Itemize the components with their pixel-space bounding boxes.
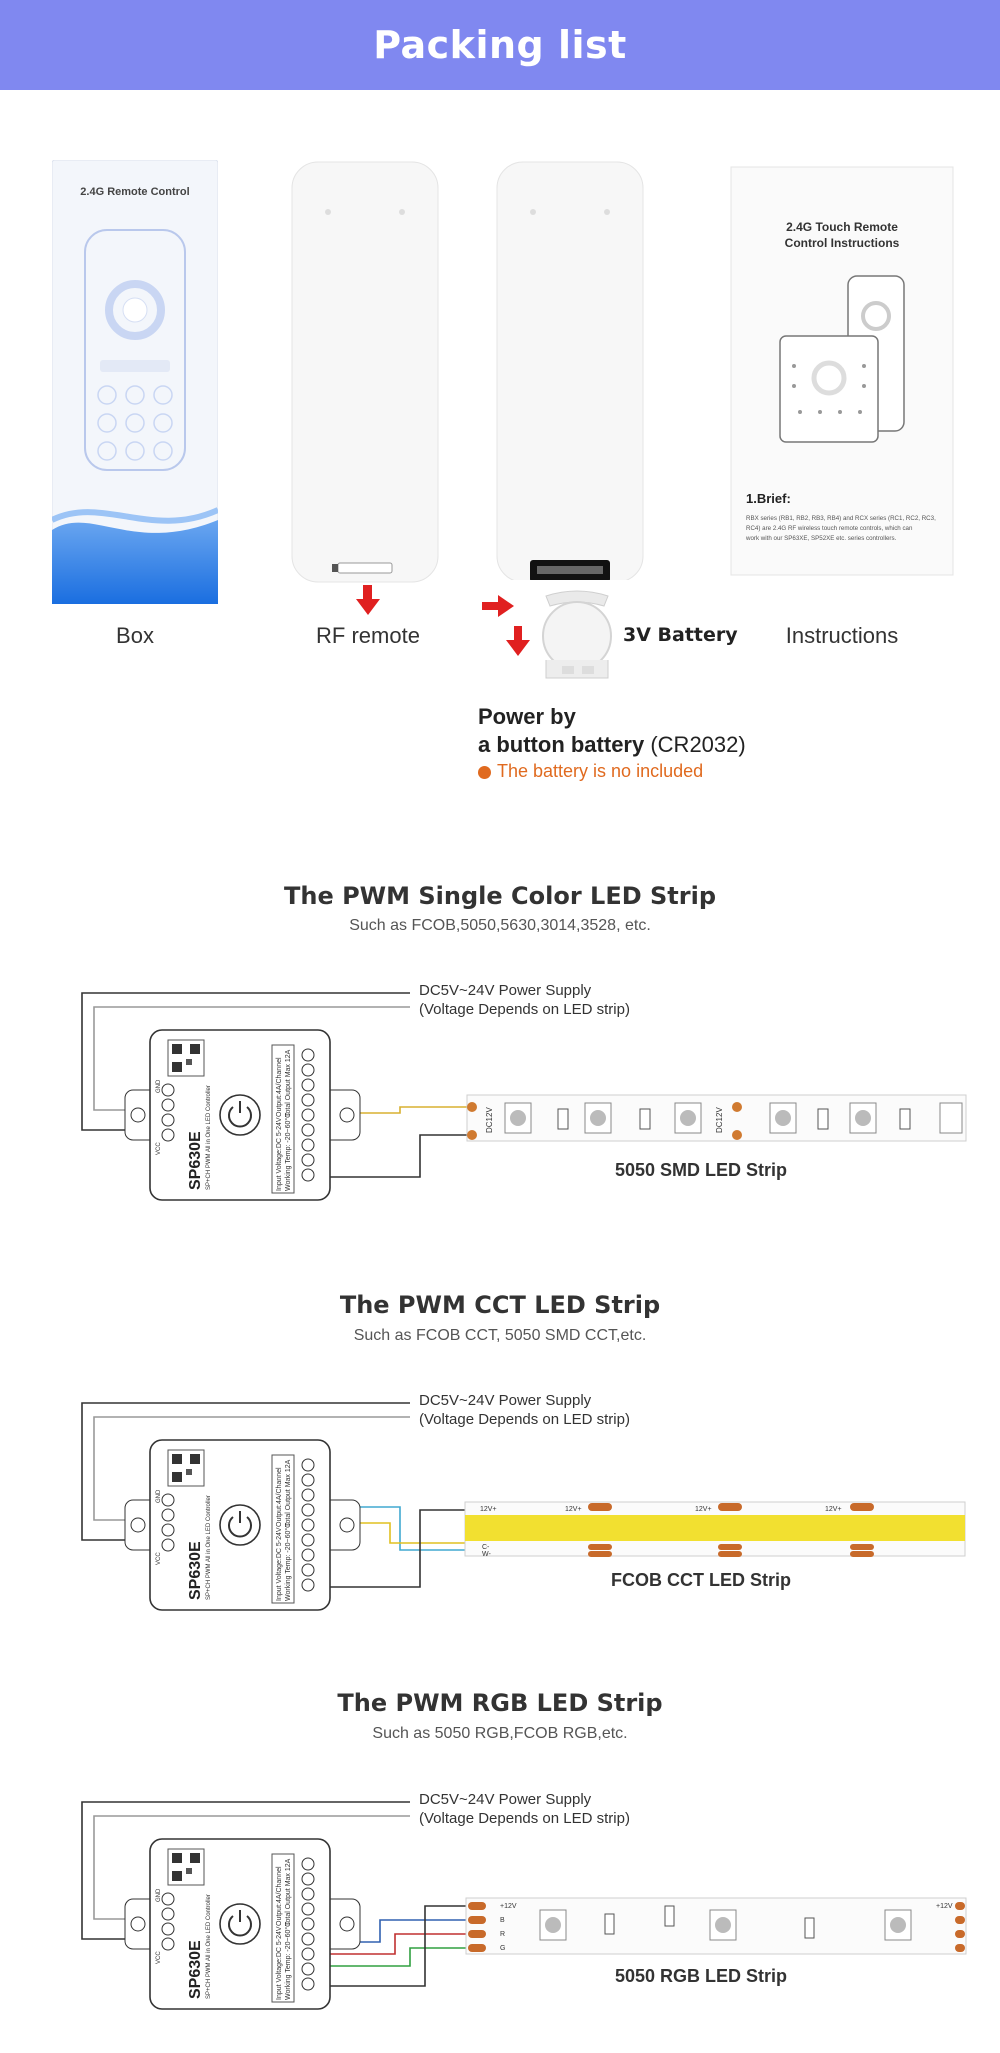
led-strip-5050-smd: DC12V DC12V bbox=[466, 1094, 967, 1142]
power-text: Power by a button battery (CR2032) bbox=[478, 703, 746, 759]
controller-model-sub: SP+CH PWM All in One LED Controller bbox=[206, 1085, 212, 1190]
section-subtitle: Such as 5050 RGB,FCOB RGB,etc. bbox=[372, 1725, 628, 1742]
plus-mark: 12V+ bbox=[825, 1506, 842, 1513]
instructions-caption: Instructions bbox=[785, 623, 899, 648]
section-subtitle: Such as FCOB CCT, 5050 SMD CCT,etc. bbox=[353, 1327, 647, 1344]
rgb-mark: B bbox=[500, 1917, 505, 1924]
controller-model: SP630E bbox=[187, 1541, 204, 1600]
power-line-1: Power by bbox=[478, 704, 576, 729]
battery-holder-image bbox=[542, 590, 612, 679]
box-caption: Box bbox=[116, 623, 154, 648]
psu-line-1: DC5V~24V Power Supply bbox=[419, 982, 592, 999]
gnd-label: GND bbox=[156, 1888, 162, 1902]
spec-1: Input Voltage:DC 5-24V bbox=[276, 1117, 283, 1191]
page-title: Packing list bbox=[373, 23, 627, 67]
strip-label: FCOB CCT LED Strip bbox=[611, 1570, 791, 1590]
gnd-label: GND bbox=[156, 1489, 162, 1503]
spec-2: Working Temp: -20~60°C bbox=[284, 1922, 292, 2000]
plus-mark: 12V+ bbox=[480, 1506, 497, 1513]
led-strip-fcob-cct: 12V+ 12V+ 12V+ 12V+ C- W- bbox=[464, 1501, 966, 1558]
strip-label: 5050 SMD LED Strip bbox=[614, 1160, 788, 1180]
spec-3: Output:4A/Channel bbox=[276, 1866, 283, 1926]
section-title: The PWM CCT LED Strip bbox=[339, 1291, 661, 1319]
rf-remote-open-image bbox=[496, 161, 644, 580]
spec-2: Working Temp: -20~60°C bbox=[284, 1113, 292, 1191]
doc-title-1: 2.4G Touch Remote bbox=[786, 220, 898, 234]
psu-line-2: (Voltage Depends on LED strip) bbox=[419, 1411, 630, 1428]
battery-label: 3V Battery bbox=[623, 624, 738, 646]
vcc-label: VCC bbox=[156, 1951, 162, 1964]
spec-1: Input Voltage:DC 5-24V bbox=[276, 1527, 283, 1601]
controller-model: SP630E bbox=[187, 1940, 204, 1999]
psu-line-1: DC5V~24V Power Supply bbox=[419, 1791, 592, 1808]
power-line-2-normal: (CR2032) bbox=[644, 732, 746, 757]
controller-model: SP630E bbox=[187, 1131, 204, 1190]
power-supply-label: DC5V~24V Power Supply (Voltage Depends o… bbox=[419, 1391, 630, 1429]
brief-line-1: RBX series (RB1, RB2, RB3, RB4) and RCX … bbox=[746, 515, 936, 522]
power-supply-label: DC5V~24V Power Supply (Voltage Depends o… bbox=[419, 1790, 630, 1828]
arrow-down-icon bbox=[356, 585, 380, 615]
controller-unit: Input Voltage:DC 5-24V Working Temp: -20… bbox=[124, 1439, 361, 1611]
header-banner: Packing list bbox=[0, 0, 1000, 90]
spec-4: Total Output Max 12A bbox=[285, 1459, 292, 1527]
spec-4: Total Output Max 12A bbox=[285, 1858, 292, 1926]
spec-3: Output:4A/Channel bbox=[276, 1467, 283, 1527]
spec-1: Input Voltage:DC 5-24V bbox=[276, 1926, 283, 2000]
vcc-label: VCC bbox=[156, 1142, 162, 1155]
instructions-image: 2.4G Touch Remote Control Instructions 1… bbox=[730, 166, 954, 576]
box-label-text: 2.4G Remote Control bbox=[80, 186, 189, 198]
vcc-label: VCC bbox=[156, 1552, 162, 1565]
section-title: The PWM RGB LED Strip bbox=[337, 1689, 663, 1717]
controller-unit: Input Voltage:DC 5-24V Working Temp: -20… bbox=[124, 1029, 361, 1201]
power-supply-label: DC5V~24V Power Supply (Voltage Depends o… bbox=[419, 981, 630, 1019]
wiring-diagram-single: Input Voltage:DC 5-24V Working Temp: -20… bbox=[81, 992, 967, 1201]
battery-note-text: The battery is no included bbox=[497, 761, 704, 781]
rgb-mark: +12V bbox=[500, 1903, 517, 1910]
rf-remote-caption: RF remote bbox=[316, 623, 420, 648]
dc12v-mark: DC12V bbox=[715, 1107, 724, 1133]
spec-2: Working Temp: -20~60°C bbox=[284, 1523, 292, 1601]
spec-3: Output:4A/Channel bbox=[276, 1057, 283, 1117]
gnd-label: GND bbox=[156, 1079, 162, 1093]
brief-heading: 1.Brief: bbox=[746, 491, 791, 506]
rgb-mark: G bbox=[500, 1945, 505, 1952]
plus-mark: 12V+ bbox=[565, 1506, 582, 1513]
rgb-mark: R bbox=[500, 1931, 505, 1938]
led-strip-5050-rgb: +12V B R G +12V bbox=[465, 1897, 967, 1955]
psu-line-2: (Voltage Depends on LED strip) bbox=[419, 1810, 630, 1827]
doc-title-2: Control Instructions bbox=[785, 236, 900, 250]
psu-line-2: (Voltage Depends on LED strip) bbox=[419, 1001, 630, 1018]
note-dot-icon bbox=[478, 765, 491, 779]
strip-label: 5050 RGB LED Strip bbox=[614, 1966, 788, 1986]
power-line-2: a button battery (CR2032) bbox=[478, 731, 746, 759]
minus-mark: C- bbox=[482, 1544, 490, 1551]
controller-model-sub: SP+CH PWM All in One LED Controller bbox=[206, 1495, 212, 1600]
rf-remote-image bbox=[291, 161, 439, 600]
spec-4: Total Output Max 12A bbox=[285, 1049, 292, 1117]
section-subtitle: Such as FCOB,5050,5630,3014,3528, etc. bbox=[349, 917, 651, 934]
w-mark: W- bbox=[482, 1551, 491, 1558]
power-line-2-bold: a button battery bbox=[478, 732, 645, 757]
rgb-mark: +12V bbox=[936, 1903, 953, 1910]
box-image: 2.4G Remote Control bbox=[52, 160, 218, 604]
dc12v-mark: DC12V bbox=[485, 1107, 494, 1133]
section-title: The PWM Single Color LED Strip bbox=[284, 882, 716, 910]
wiring-diagram-cct: Input Voltage:DC 5-24V Working Temp: -20… bbox=[81, 1402, 966, 1611]
arrow-right-icon bbox=[482, 595, 514, 617]
controller-unit: Input Voltage:DC 5-24V Working Temp: -20… bbox=[124, 1838, 361, 2010]
brief-line-2: RC4) are 2.4G RF wireless touch remote c… bbox=[746, 525, 913, 532]
brief-line-3: work with our SP63XE, SP52XE etc. series… bbox=[745, 535, 897, 542]
psu-line-1: DC5V~24V Power Supply bbox=[419, 1392, 592, 1409]
arrow-down-icon bbox=[506, 626, 530, 656]
wiring-diagram-rgb: Input Voltage:DC 5-24V Working Temp: -20… bbox=[81, 1801, 967, 2010]
controller-model-sub: SP+CH PWM All in One LED Controller bbox=[206, 1894, 212, 1999]
battery-note: The battery is no included bbox=[478, 761, 703, 782]
plus-mark: 12V+ bbox=[695, 1506, 712, 1513]
